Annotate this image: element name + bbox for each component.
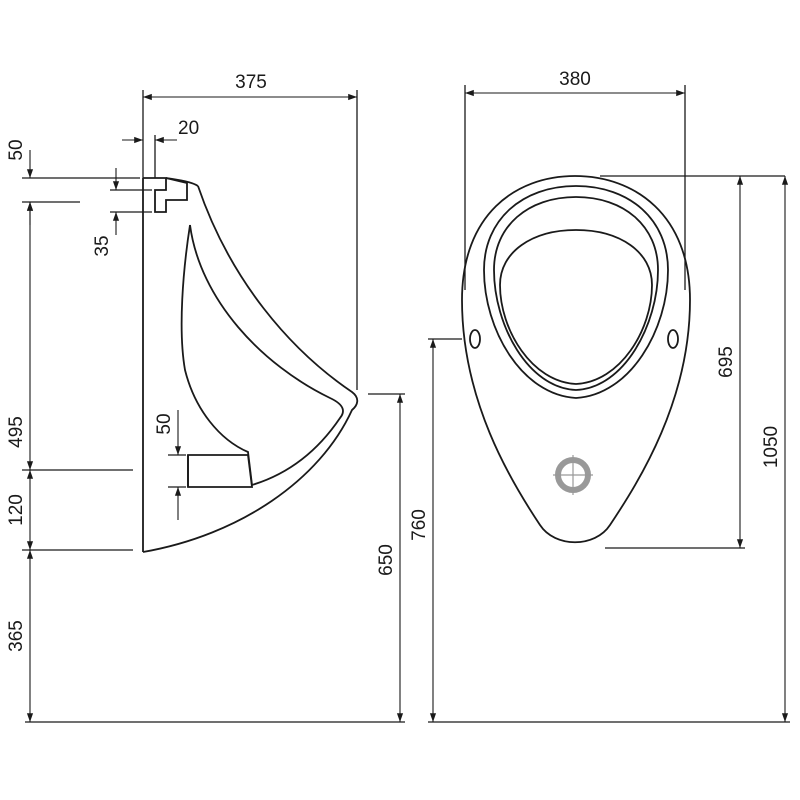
front-view: 380 695 1050 760	[409, 69, 790, 723]
dim-depth-label: 375	[235, 72, 267, 93]
urinal-inner-bowl	[180, 224, 344, 487]
dim-inlet-offset-label: 20	[178, 118, 199, 139]
front-outer-body	[461, 175, 691, 544]
front-rim-outer	[483, 185, 669, 399]
dim-fixing-height-label: 760	[409, 509, 430, 541]
dim-inlet-top-label: 50	[6, 139, 27, 160]
dim-body-height-label: 695	[716, 346, 737, 378]
dim-width-label: 380	[559, 69, 591, 90]
side-view: 375 20 50 35 495 50 120 365 650	[6, 72, 405, 723]
dim-outlet-bottom-label: 120	[6, 494, 27, 526]
dim-outlet-height-label: 50	[154, 413, 175, 434]
outlet-spigot	[187, 454, 254, 488]
urinal-outer-profile	[142, 185, 359, 553]
dim-spud-outlet-label: 495	[6, 416, 27, 448]
inlet-spud	[143, 177, 188, 213]
front-bowl	[499, 229, 653, 385]
dim-inlet-height-label: 35	[92, 235, 113, 256]
fixing-hole-right	[667, 329, 679, 349]
dim-lip-height-label: 650	[376, 544, 397, 576]
dim-bottom-height-label: 365	[6, 620, 27, 652]
inlet-top-edge	[165, 177, 199, 187]
dim-total-height-label: 1050	[761, 426, 782, 468]
fixing-hole-left	[469, 329, 481, 349]
front-rim-inner	[493, 196, 659, 391]
